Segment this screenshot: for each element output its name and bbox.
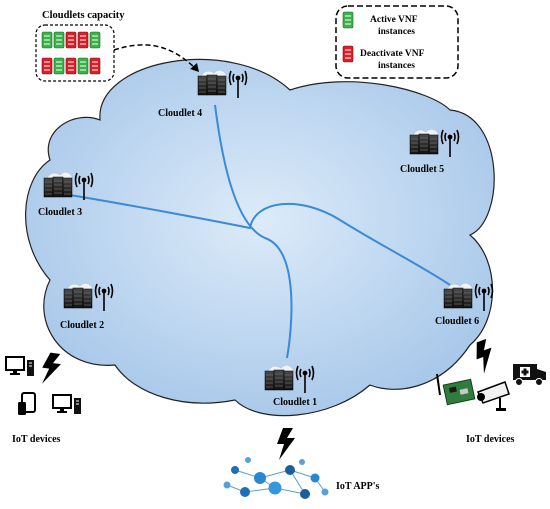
desktop-monitor-icon — [5, 356, 25, 376]
capacity-box: Cloudlets capacity — [35, 10, 199, 82]
cloudlet-5-label: Cloudlet 5 — [400, 164, 444, 175]
sensor-board-icon — [436, 373, 476, 406]
cloudlet-6: Cloudlet 6 — [435, 282, 494, 327]
cloudlet-4: Cloudlet 4 — [158, 69, 248, 119]
wireless-bolt-icon — [277, 428, 295, 460]
pc-tower-icon — [73, 397, 82, 415]
active-vnf-icon — [342, 11, 354, 29]
iot-devices-left: IoT devices — [5, 351, 82, 445]
cloudlet-1: Cloudlet 1 — [264, 364, 317, 408]
iot-left-label: IoT devices — [12, 434, 61, 445]
desktop-monitor-icon — [52, 394, 72, 414]
iot-apps: IoT APP's — [223, 428, 380, 499]
tablet-phone-icon — [18, 392, 36, 415]
cloudlet-1-label: Cloudlet 1 — [273, 397, 317, 408]
cloudlet-5: Cloudlet 5 — [400, 128, 460, 175]
cloudlet-2-label: Cloudlet 2 — [60, 320, 104, 331]
wireless-bolt-icon — [471, 338, 499, 375]
cloud — [25, 59, 495, 417]
iot-apps-label: IoT APP's — [336, 481, 380, 492]
cloudlet-4-label: Cloudlet 4 — [158, 108, 202, 119]
wireless-bolt-icon — [40, 351, 63, 386]
legend-deactive-line2: instances — [378, 61, 415, 71]
iot-right-label: IoT devices — [466, 434, 515, 445]
cloudlet-2: Cloudlet 2 — [60, 282, 114, 331]
iot-devices-right: IoT devices — [436, 338, 546, 445]
ambulance-icon — [513, 364, 546, 386]
legend: Active VNF instances Deactivate VNF inst… — [335, 5, 459, 79]
pc-tower-icon — [26, 359, 35, 377]
link-cloudlet4-cloudlet1 — [214, 104, 293, 359]
legend-active-line1: Active VNF — [370, 15, 418, 25]
legend-deactive-line1: Deactivate VNF — [360, 49, 425, 59]
network-links — [69, 104, 451, 359]
cloudlet-6-label: Cloudlet 6 — [435, 316, 479, 327]
legend-active-line2: instances — [378, 27, 415, 37]
app-network-icon — [223, 457, 329, 499]
link-cloudlet3-cloudlet6 — [69, 194, 451, 286]
cloudlet-3: Cloudlet 3 — [38, 171, 94, 218]
security-camera-icon — [476, 381, 510, 411]
deactive-vnf-icon — [342, 45, 354, 63]
capacity-arrow — [113, 44, 198, 71]
cloudlet-3-label: Cloudlet 3 — [38, 207, 82, 218]
capacity-title: Cloudlets capacity — [42, 10, 125, 21]
